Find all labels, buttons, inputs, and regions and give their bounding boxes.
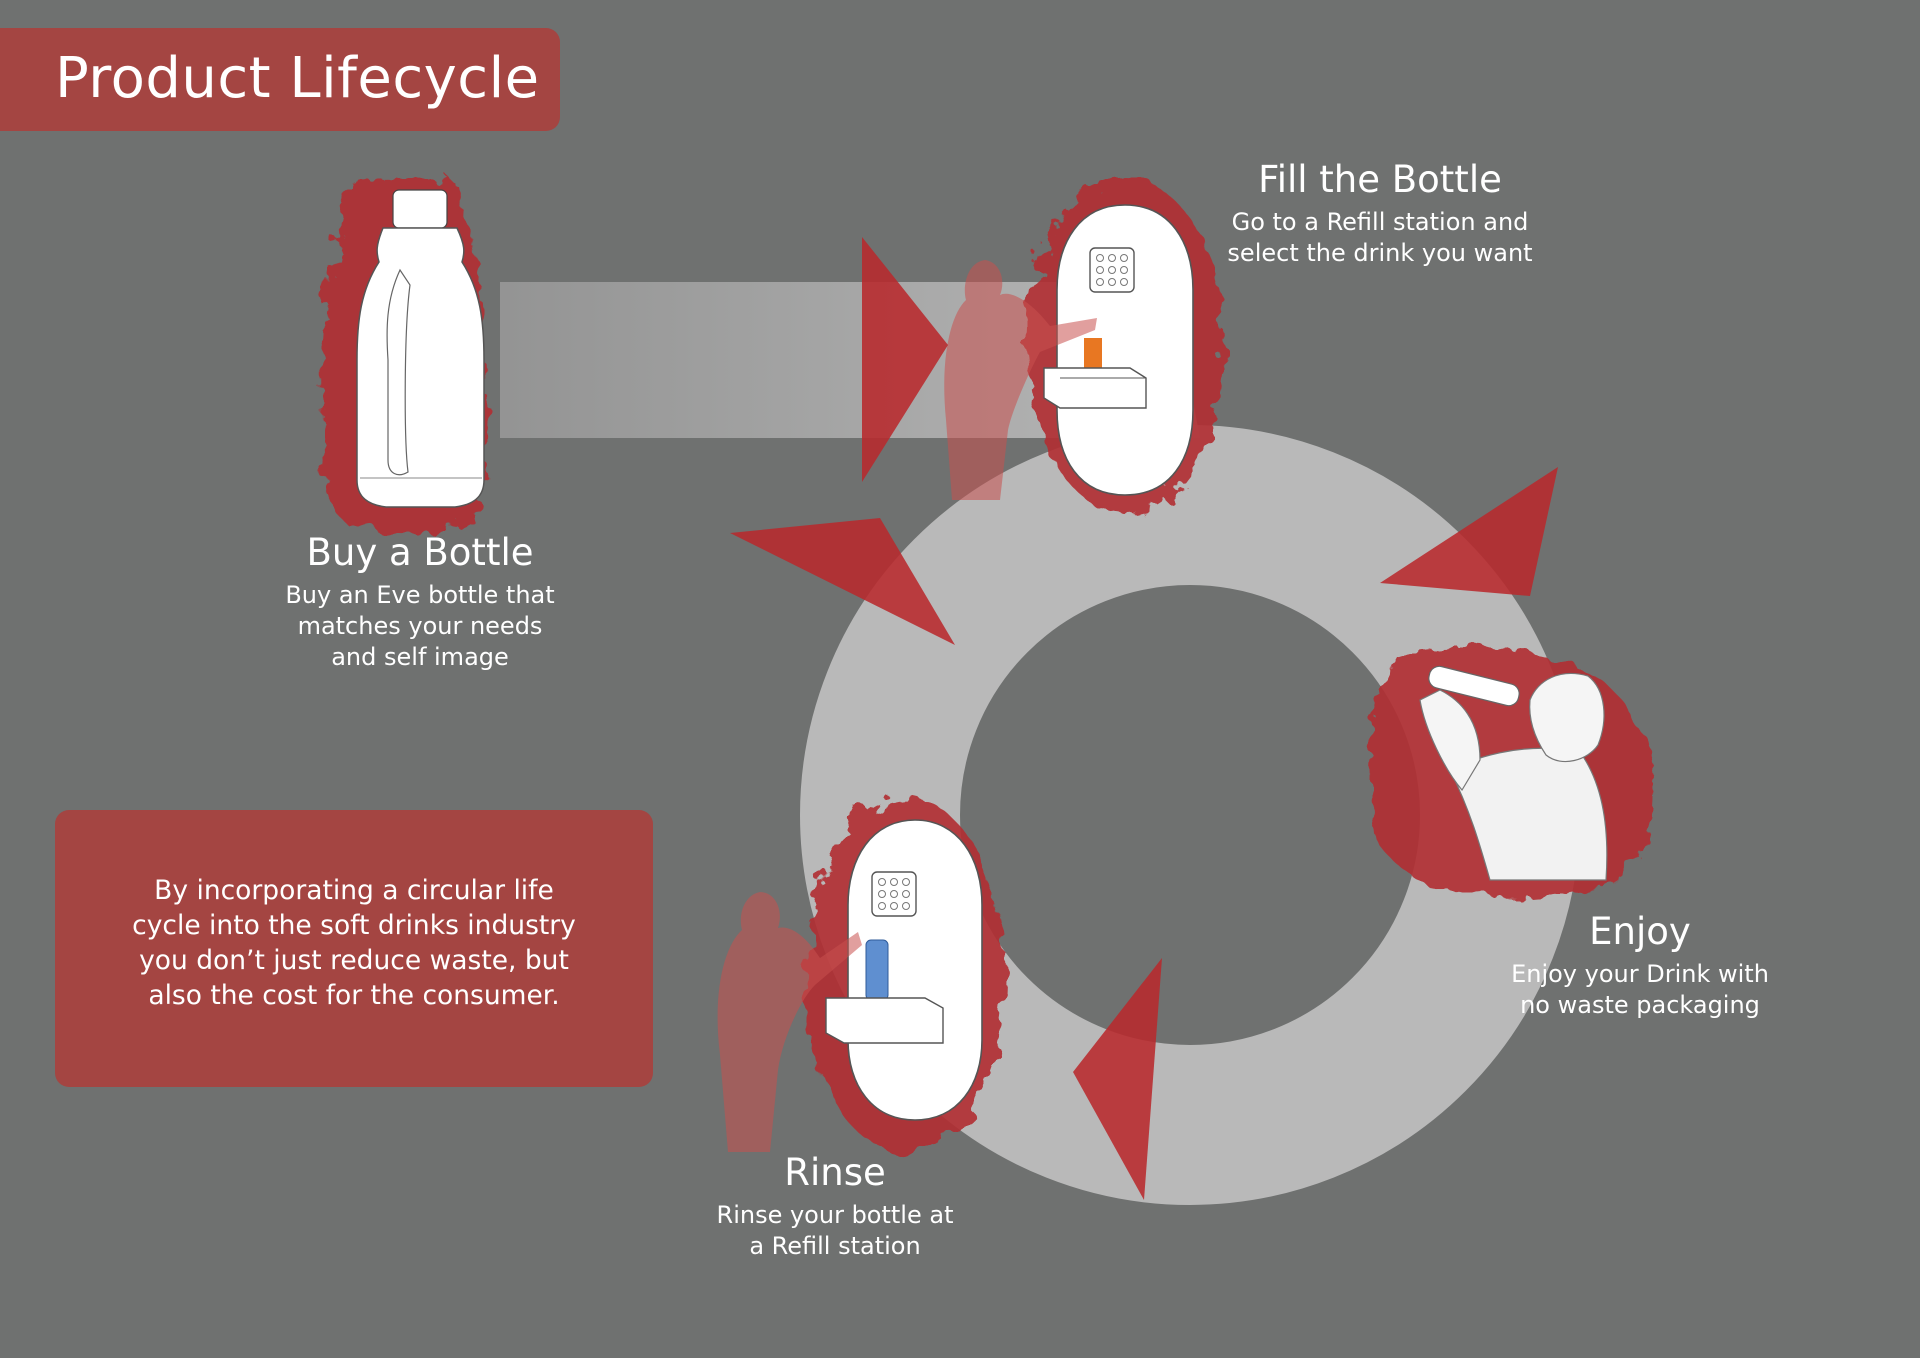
- rinse-station-icon: [717, 797, 1005, 1153]
- drinking-person-icon: [1367, 646, 1656, 900]
- bottle-icon: [321, 178, 487, 534]
- title-banner: Product Lifecycle: [0, 28, 560, 131]
- step-fill: Fill the Bottle Go to a Refill station a…: [1190, 158, 1570, 269]
- step-buy: Buy a Bottle Buy an Eve bottle that matc…: [270, 531, 570, 673]
- step-enjoy: Enjoy Enjoy your Drink with no waste pac…: [1490, 910, 1790, 1021]
- info-box: By incorporating a circular life cycle i…: [55, 810, 653, 1087]
- refill-station-icon: [944, 177, 1223, 513]
- cycle-arrow-icon: [730, 237, 1558, 1200]
- info-text: By incorporating a circular life cycle i…: [132, 875, 576, 1011]
- step-fill-title: Fill the Bottle: [1258, 158, 1502, 201]
- step-fill-desc: Go to a Refill station and select the dr…: [1227, 207, 1533, 267]
- step-buy-desc: Buy an Eve bottle that matches your need…: [285, 580, 555, 672]
- step-enjoy-desc: Enjoy your Drink with no waste packaging: [1511, 959, 1769, 1019]
- step-rinse-title: Rinse: [784, 1151, 886, 1194]
- step-buy-title: Buy a Bottle: [306, 531, 534, 574]
- step-rinse: Rinse Rinse your bottle at a Refill stat…: [690, 1151, 980, 1262]
- step-enjoy-title: Enjoy: [1589, 910, 1691, 953]
- step-rinse-desc: Rinse your bottle at a Refill station: [716, 1200, 954, 1260]
- page-title: Product Lifecycle: [55, 46, 540, 111]
